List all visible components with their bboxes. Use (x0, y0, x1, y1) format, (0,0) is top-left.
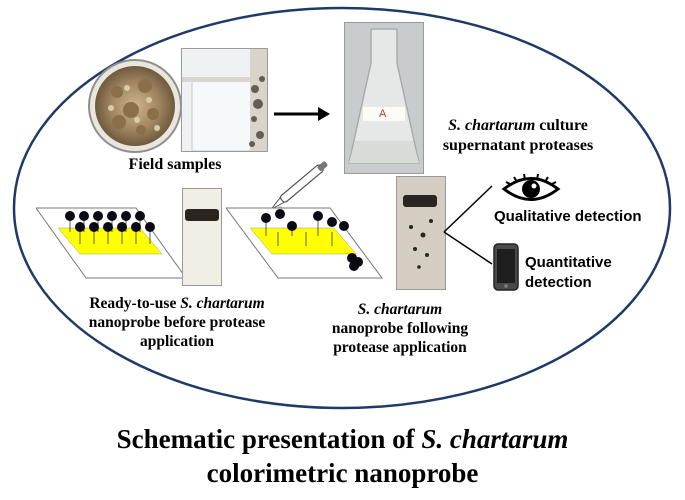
after-species: S. chartarum (358, 301, 442, 318)
field-samples-label: Field samples (120, 156, 230, 174)
window-mold-image (181, 48, 268, 152)
quantitative-line1: Quantitative (525, 253, 612, 273)
after-line3: protease application (300, 338, 500, 357)
smartphone-icon (493, 243, 519, 291)
before-prefix: Ready-to-use (89, 295, 180, 312)
before-line2: nanoprobe before protease (62, 313, 292, 332)
nanoprobe-after-schematic (226, 196, 386, 292)
culture-species: S. chartarum (448, 117, 535, 134)
strip-before-image (182, 188, 222, 286)
quantitative-line2: detection (525, 273, 612, 293)
eye-icon (500, 172, 562, 206)
arrow-right-icon (272, 104, 332, 124)
caption-prefix: Schematic presentation of (117, 424, 422, 454)
petri-dish-image (87, 58, 183, 154)
nanoprobe-after-label: S. chartarum nanoprobe following proteas… (300, 300, 500, 357)
culture-word: culture (535, 117, 588, 134)
caption: Schematic presentation of S. chartarum c… (0, 422, 685, 490)
culture-line2: supernatant proteases (428, 136, 608, 156)
before-line3: application (62, 332, 292, 351)
flask-mark: A (379, 108, 386, 120)
caption-species: S. chartarum (421, 424, 568, 454)
nanoprobe-before-label: Ready-to-use S. chartarum nanoprobe befo… (62, 294, 292, 351)
caption-line2: colorimetric nanoprobe (0, 456, 685, 490)
flask-image: A (344, 22, 424, 174)
after-line2: nanoprobe following (300, 319, 500, 338)
quantitative-label: Quantitative detection (525, 253, 612, 293)
connector-lines (440, 180, 500, 290)
culture-label: S. chartarum culture supernatant proteas… (428, 116, 608, 156)
strip-after-image (396, 176, 446, 290)
qualitative-label: Qualitative detection (494, 208, 642, 225)
before-species: S. chartarum (180, 295, 264, 312)
nanoprobe-before-schematic (36, 196, 186, 292)
